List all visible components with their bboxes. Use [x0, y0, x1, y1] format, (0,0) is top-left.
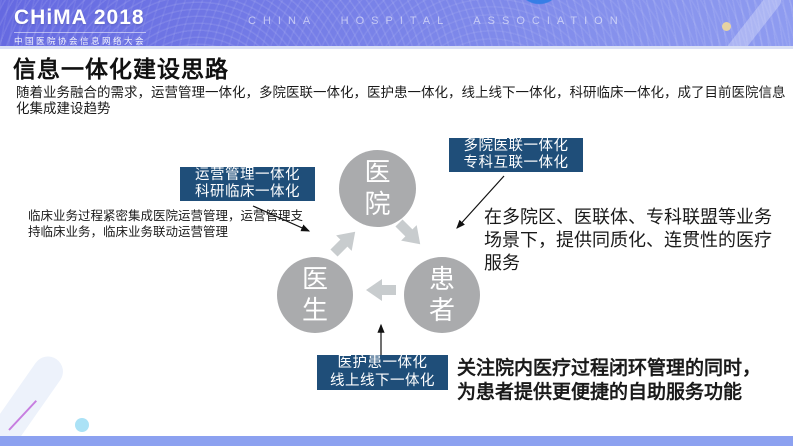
label-box-line: 科研临床一体化 — [195, 184, 300, 200]
node-patient: 患者 — [404, 257, 480, 333]
decor-tan-dot — [722, 22, 731, 31]
label-box-line: 线上线下一体化 — [330, 372, 435, 389]
flow-arrow-doctor-to-hospital-icon — [330, 231, 356, 257]
intro-paragraph: 随着业务融合的需求，运营管理一体化，多院医联一体化，医护患一体化，线上线下一体化… — [16, 85, 786, 117]
node-hospital: 医院 — [339, 150, 416, 227]
note-network: 在多院区、医联体、专科联盟等业务场景下，提供同质化、连贯性的医疗服务 — [484, 207, 772, 274]
node-doctor-label: 医生 — [301, 264, 328, 325]
label-box-line: 医护患一体化 — [337, 355, 428, 372]
node-doctor: 医生 — [277, 257, 353, 333]
chima-logo-subtitle: 中国医院协会信息网络大会 — [14, 32, 147, 47]
note-operations: 临床业务过程紧密集成医院运营管理，运营管理支持临床业务，临床业务联动运营管理 — [28, 209, 304, 240]
label-box-operations: 运营管理一体化 科研临床一体化 — [180, 167, 315, 201]
label-box-line: 多院医联一体化 — [463, 137, 569, 154]
chima-logo: CHiMA 2018 中国医院协会信息网络大会 — [14, 6, 147, 47]
footer-bar — [0, 436, 793, 446]
label-box-care: 医护患一体化 线上线下一体化 — [317, 355, 448, 390]
note-care: 关注院内医疗过程闭环管理的同时，为患者提供更便捷的自助服务功能 — [457, 358, 762, 403]
label-box-line: 专科互联一体化 — [463, 155, 569, 171]
decor-cyan-dot — [75, 418, 89, 432]
decor-light-stripe — [0, 350, 69, 446]
page-title: 信息一体化建设思路 — [13, 56, 229, 82]
header-divider — [0, 46, 793, 49]
node-patient-label: 患者 — [428, 264, 455, 325]
label-box-line: 运营管理一体化 — [195, 166, 300, 183]
chima-logo-title: CHiMA 2018 — [14, 6, 145, 29]
flow-arrow-patient-to-doctor-icon — [366, 279, 396, 301]
label-box-network: 多院医联一体化 专科互联一体化 — [449, 138, 583, 172]
node-hospital-label: 医院 — [364, 158, 391, 219]
association-banner-text: CHINA HOSPITAL ASSOCIATION — [248, 15, 625, 27]
header-banner: CHiMA 2018 中国医院协会信息网络大会 CHINA HOSPITAL A… — [0, 0, 793, 61]
decor-diagonal-highlight — [723, 0, 785, 61]
